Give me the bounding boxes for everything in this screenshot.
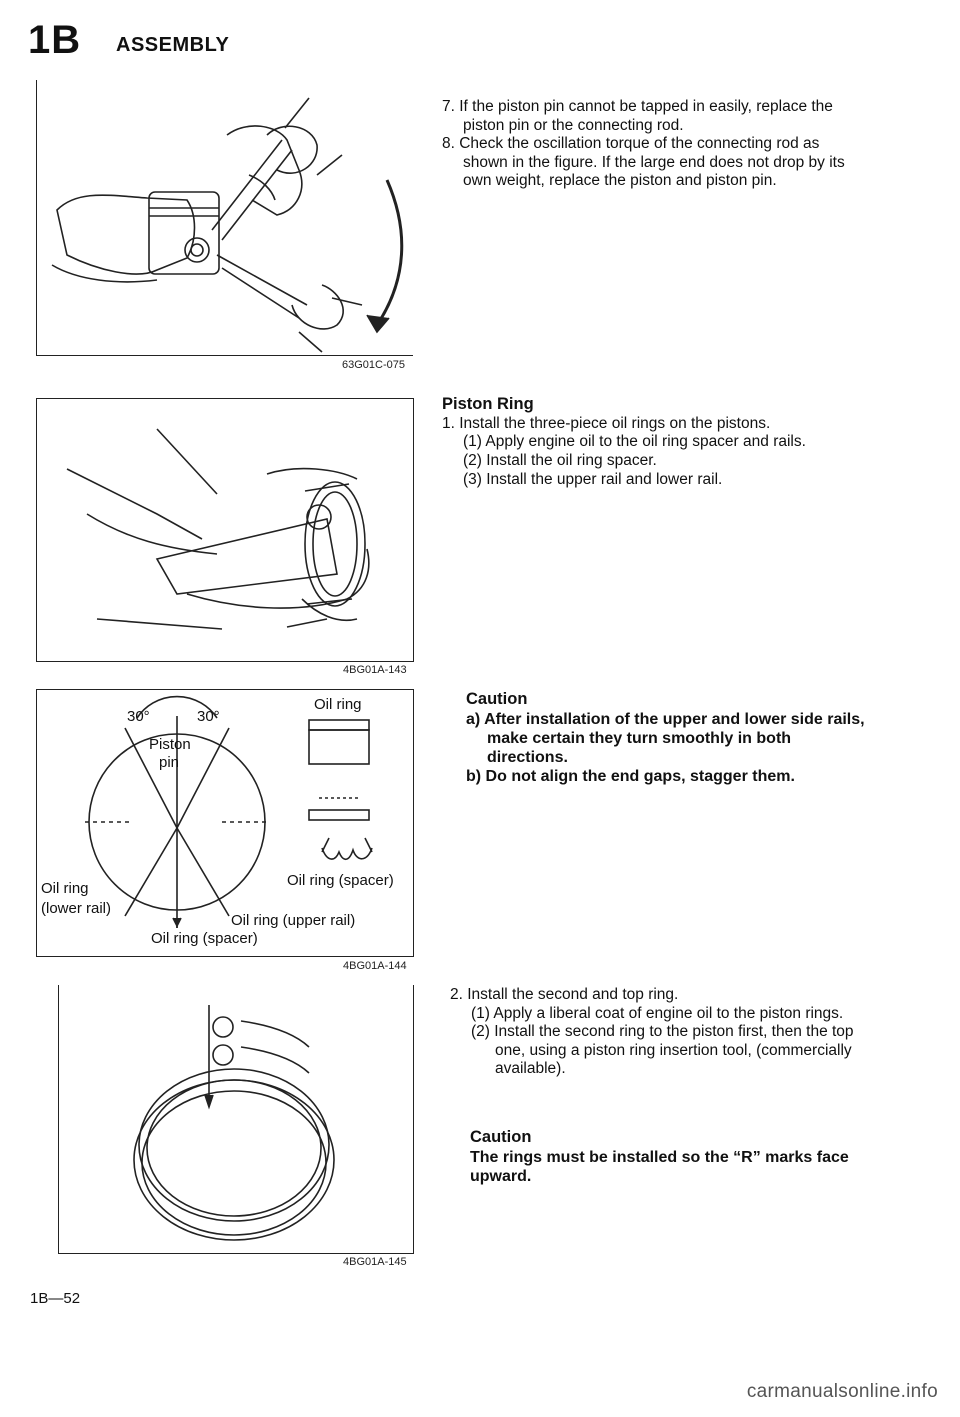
watermark: carmanualsonline.info [746,1381,938,1402]
piston-installation-illustration [66,428,370,630]
figure-code: 4BG01A-145 [343,1256,407,1268]
step-7: 7. If the piston pin cannot be tapped in… [442,98,833,134]
page-number: 1B—52 [30,1290,81,1307]
piston-ring-sub-3: (3) Install the upper rail and lower rai… [463,470,723,488]
section-number: 1B [28,18,82,62]
piston-label: Piston [149,736,191,753]
caution-title: Caution [470,1128,532,1146]
connecting-rod-illustration [51,97,404,353]
oil-ring-gap-illustration [85,695,373,928]
piston-ring-sub-2: (2) Install the oil ring spacer. [463,451,657,469]
oil-ring-label: Oil ring [314,696,362,713]
figure-code: 4BG01A-144 [343,960,407,972]
step-8: 8. Check the oscillation torque of the c… [442,135,845,190]
caution-title: Caution [466,690,528,708]
angle-left-label: 30° [127,708,150,725]
figure-oil-ring-gap-diagram: 30° 30° Piston pin Oil ring Oil ring (sp… [36,689,414,957]
pin-label: pin [159,754,180,771]
page-title: ASSEMBLY [116,34,230,56]
step-2-sub-1: (1) Apply a liberal coat of engine oil t… [471,1004,844,1022]
piston-ring-section: Piston Ring 1. Install the three-piece o… [442,395,872,489]
step-2-section: 2. Install the second and top ring. (1) … [450,986,865,1079]
piston-ring-heading: Piston Ring [442,395,534,413]
caution-b: b) Do not align the end gaps, stagger th… [466,768,795,786]
figure-code: 4BG01A-143 [343,664,407,676]
piston-ring-sub-1: (1) Apply engine oil to the oil ring spa… [463,433,806,451]
caution-text: The rings must be installed so the “R” m… [470,1148,849,1185]
oil-ring-lower-label: Oil ring [41,880,89,897]
figure-piston-installation [36,398,414,662]
oil-ring-spacer-bottom-label: Oil ring (spacer) [151,930,258,947]
step-2-sub-2: (2) Install the second ring to the pisto… [471,1023,854,1078]
step-2: 2. Install the second and top ring. [450,986,679,1003]
upper-rail-label: Oil ring (upper rail) [231,912,356,929]
figure-connecting-rod-oscillation [36,80,413,356]
caution-a: a) After installation of the upper and l… [466,710,865,767]
figure-piston-rings [58,985,414,1254]
angle-right-label: 30° [197,708,220,725]
lower-rail-label: (lower rail) [41,900,112,917]
piston-rings-illustration [133,1005,335,1241]
steps-7-8: 7. If the piston pin cannot be tapped in… [442,98,862,191]
piston-ring-step-1: 1. Install the three-piece oil rings on … [442,414,771,432]
caution-box-1: Caution a) After installation of the upp… [466,690,866,787]
figure-code: 63G01C-075 [342,359,405,371]
caution-box-2: Caution The rings must be installed so t… [470,1128,865,1186]
oil-ring-spacer-label: Oil ring (spacer) [287,872,394,889]
